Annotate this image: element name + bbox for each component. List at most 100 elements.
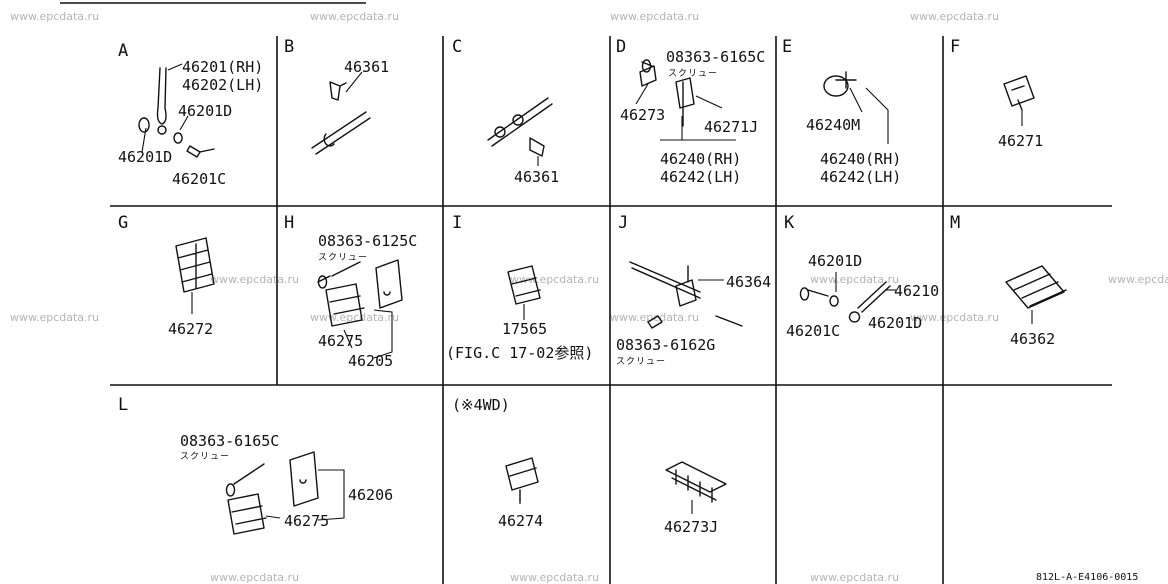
part-number: 46273: [620, 106, 665, 124]
part-number: 46361: [344, 58, 389, 76]
bolt-icon: [186, 145, 215, 158]
watermark: www.epcdata.ru: [510, 571, 599, 584]
part-number: 46272: [168, 320, 213, 338]
watermark: www.epcdata.ru: [1108, 273, 1168, 286]
clip-icon: [529, 137, 545, 157]
part-name: スクリュー: [180, 451, 230, 462]
multi-clip-icon: [665, 461, 727, 503]
bracket-icon: [639, 65, 657, 87]
cell-letter: A: [118, 41, 128, 61]
cell-g: G 46272: [118, 213, 215, 338]
watermark: www.epcdata.ru: [910, 10, 999, 23]
part-number: 46201D: [808, 252, 862, 270]
watermark: www.epcdata.ru: [210, 273, 299, 286]
part-number: 08363-6162G: [616, 336, 715, 354]
multi-clip-icon: [1005, 265, 1067, 309]
part-number: 46240M: [806, 116, 860, 134]
clip-icon: [505, 457, 539, 503]
cell-d: D 08363-6165C スクリュー 46273 46271J 46240(R…: [616, 37, 765, 186]
part-number: 46361: [514, 168, 559, 186]
part-number: 46274: [498, 512, 543, 530]
hose-icon: [156, 67, 167, 125]
clip-icon: [675, 77, 695, 127]
bolt-icon: [799, 287, 829, 301]
part-number: 08363-6165C: [180, 432, 279, 450]
part-number: 46202(LH): [182, 76, 263, 94]
cell-letter: D: [616, 37, 626, 57]
clip-icon: [507, 265, 541, 305]
part-number: 46240(RH): [820, 150, 901, 168]
part-number: 46240(RH): [660, 150, 741, 168]
screw-icon: [317, 261, 361, 289]
cell-46273j: 46273J: [664, 461, 727, 536]
cell-letter: L: [118, 395, 128, 415]
part-number: 46242(LH): [660, 168, 741, 186]
multi-clip-icon: [227, 493, 267, 535]
clip-icon: [1003, 75, 1035, 111]
fitting-icon: [512, 114, 524, 126]
part-number: 46201(RH): [182, 58, 263, 76]
watermark: www.epcdata.ru: [210, 571, 299, 584]
part-number: 46201D: [868, 314, 922, 332]
part-name: スクリュー: [318, 252, 368, 263]
cell-l: L 08363-6165C スクリュー 46206 46275: [118, 395, 393, 535]
cell-letter: I: [452, 213, 462, 233]
brake-hose-icon: [848, 281, 891, 323]
cell-b: B 46361: [284, 37, 389, 155]
clip-icon: [329, 81, 347, 101]
pipe-icon: [629, 261, 701, 299]
pipe-icon: [311, 111, 371, 155]
washer-icon: [173, 132, 183, 144]
part-number: 46273J: [664, 518, 718, 536]
fitting-icon: [494, 126, 506, 138]
cell-k: K 46201D 46210 46201C 46201D: [784, 213, 939, 340]
cell-a: A 46201(RH) 46202(LH) 46201D 46201D 4620…: [118, 41, 263, 188]
washer-icon: [138, 117, 150, 133]
cell-letter: E: [782, 37, 792, 57]
part-number: 46271J: [704, 118, 758, 136]
part-number: 46201D: [118, 148, 172, 166]
part-number: 46362: [1010, 330, 1055, 348]
cell-e: E 46240M 46240(RH) 46242(LH): [782, 37, 901, 186]
cell-f: F 46271: [950, 37, 1043, 150]
cell-letter: B: [284, 37, 294, 57]
cell-letter: F: [950, 37, 960, 57]
cell-4wd: (※4WD) 46274: [452, 396, 543, 530]
figure-reference: (FIG.C 17-02参照): [446, 344, 593, 362]
watermark: www.epcdata.ru: [310, 10, 399, 23]
part-number: 46275: [318, 332, 363, 350]
part-number: 46201C: [172, 170, 226, 188]
cell-h: H 08363-6125C スクリュー 46275 46205: [284, 213, 417, 370]
diagram-code: 812L-A-E4106-0015: [1036, 572, 1138, 583]
watermark: www.epcdata.ru: [310, 311, 399, 324]
bolt-icon: [647, 315, 663, 329]
part-number: 46210: [894, 282, 939, 300]
watermark: www.epcdata.ru: [10, 10, 99, 23]
part-number: 46205: [348, 352, 393, 370]
grid-lines: [60, 2, 1112, 584]
part-name: スクリュー: [668, 68, 718, 79]
part-number: 08363-6165C: [666, 48, 765, 66]
watermark: www.epcdata.ru: [10, 311, 99, 324]
cell-letter: M: [950, 213, 960, 233]
hose-end-icon: [157, 125, 167, 135]
watermark: www.epcdata.ru: [510, 273, 599, 286]
watermark: www.epcdata.ru: [610, 10, 699, 23]
part-number: 17565: [502, 320, 547, 338]
screw-icon: [225, 463, 265, 497]
part-number: 46271: [998, 132, 1043, 150]
pipe-icon: [487, 97, 553, 147]
part-name: スクリュー: [616, 356, 666, 367]
part-number: 46364: [726, 273, 771, 291]
watermark: www.epcdata.ru: [810, 571, 899, 584]
cell-letter: C: [452, 37, 462, 57]
bracket-icon: [375, 259, 403, 309]
washer-icon: [829, 295, 839, 307]
cell-letter: H: [284, 213, 294, 233]
part-number: 46201C: [786, 322, 840, 340]
watermarks: www.epcdata.ru www.epcdata.ru www.epcdat…: [10, 10, 1168, 584]
cell-j: J 46364 08363-6162G スクリュー: [616, 213, 771, 367]
multi-clip-icon: [325, 283, 365, 327]
screw-icon: [641, 59, 653, 73]
